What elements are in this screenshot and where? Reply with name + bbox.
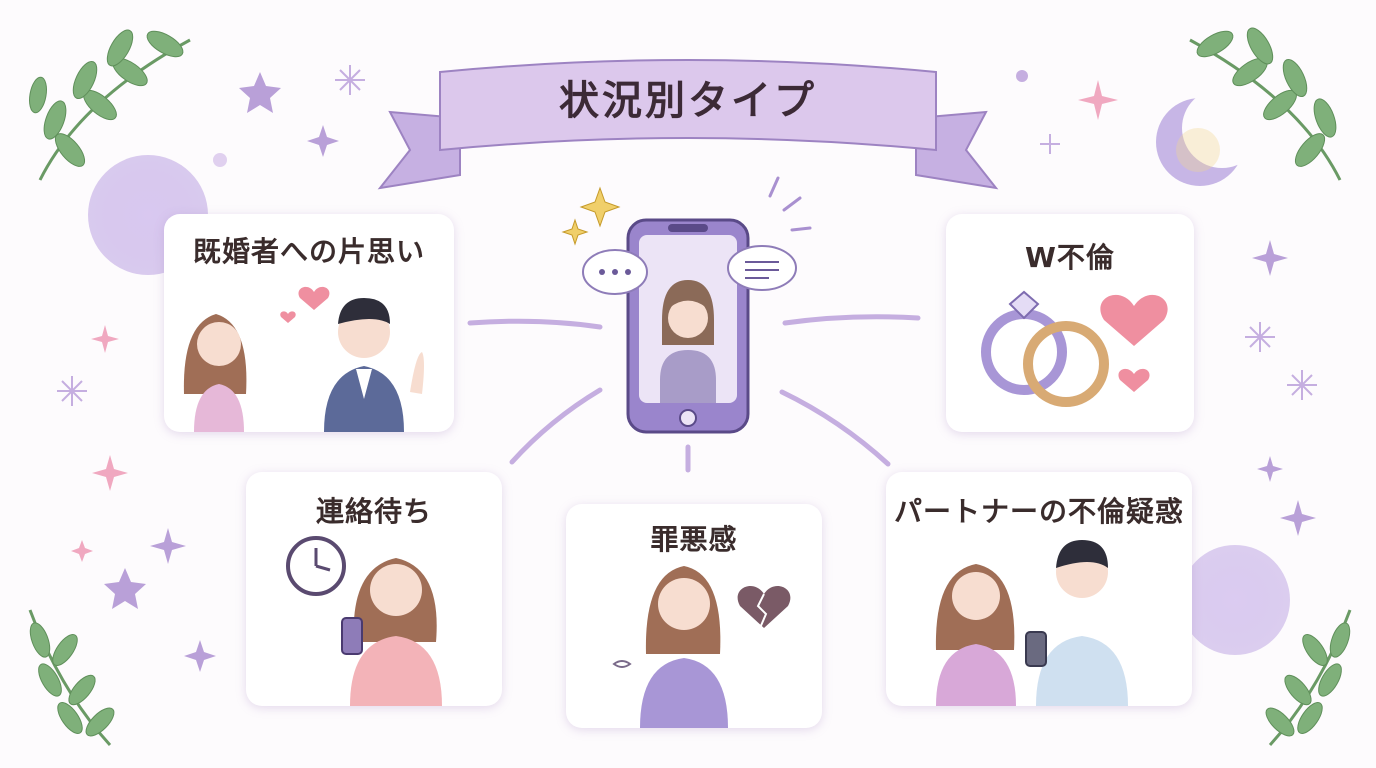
card-title: 既婚者への片思い [192,235,425,268]
card-title: 連絡待ち [315,495,432,528]
card-title: パートナーの不倫疑惑 [893,495,1184,528]
connector-lines [467,314,921,473]
pink-sparkle-icons [71,80,1118,562]
card-one-sided-love: 既婚者への片思い [164,214,454,432]
leaf-branch-bottom-right-icon [1265,609,1352,747]
heart-icon [280,286,330,323]
signal-lines-icon [768,176,812,232]
clock-icon [286,536,346,596]
chat-bubble-lines-icon [727,245,797,291]
waiting-for-contact-illustration [286,536,442,706]
man-figure [324,298,424,432]
moon-right-icon [1180,545,1290,655]
card-partner-suspicion: パートナーの不倫疑惑 [886,472,1192,706]
title-ribbon [377,59,999,190]
burst-sparkle-icons [57,65,1317,406]
card-double-affair: W不倫 [946,214,1194,432]
double-rings-hearts-illustration [981,290,1168,407]
woman-figure [183,314,247,432]
card-guilt: 罪悪感 [566,504,822,728]
broken-heart-icon [737,585,791,629]
partner-suspicion-illustration [935,540,1128,706]
leaf-branch-top-right-icon [1189,27,1342,181]
ring-icon [981,290,1109,407]
gold-sparkle-icons [561,186,621,246]
center-smartphone-icon [626,218,750,434]
chat-bubble-dots-icon [582,249,648,295]
sparkle-icons [104,72,1316,672]
crescent-moon-icon [1156,88,1262,186]
card-title: 罪悪感 [650,523,738,556]
leaf-branch-top-left-icon [29,29,191,181]
leaf-branch-bottom-left-icon [28,609,115,747]
sad-woman [640,566,728,728]
sigh-icon [612,660,632,668]
guilt-broken-heart-illustration [612,566,791,728]
worried-woman [935,564,1016,706]
one-sided-love-illustration [183,286,424,432]
card-title: W不倫 [1025,241,1115,274]
man-with-phone [1025,540,1128,706]
page-title: 状況別タイプ [559,78,817,124]
heart-icon [1100,294,1168,392]
card-waiting-for-contact: 連絡待ち [246,472,502,706]
woman-with-phone [341,558,442,706]
